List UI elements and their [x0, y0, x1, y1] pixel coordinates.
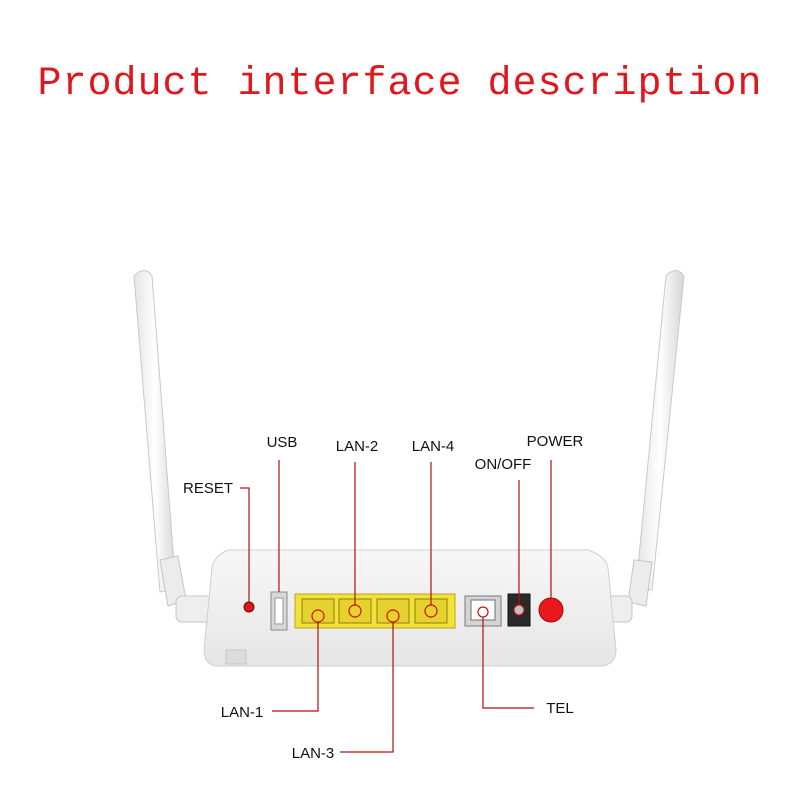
lan-3-port — [376, 598, 410, 624]
tel-leader — [482, 617, 534, 709]
label-reset: RESET — [183, 480, 233, 497]
reset-hole — [243, 601, 255, 613]
power-button — [538, 597, 564, 623]
reset-leader — [240, 487, 250, 602]
lan-1-port — [301, 598, 335, 624]
label-lan-3: LAN-3 — [292, 745, 335, 762]
right-antenna — [599, 270, 685, 623]
label-power: POWER — [527, 433, 584, 450]
label-on-off: ON/OFF — [475, 456, 532, 473]
label-lan-2: LAN-2 — [336, 438, 379, 455]
lan-1-leader — [272, 622, 319, 712]
label-lan-1: LAN-1 — [221, 704, 264, 721]
leader-lines — [240, 460, 552, 753]
page-title: Product interface description — [37, 62, 763, 107]
left-antenna — [133, 270, 213, 623]
lan-3-leader — [340, 622, 394, 753]
on-off-switch — [507, 593, 531, 627]
label-tel: TEL — [546, 700, 574, 717]
label-lan-4: LAN-4 — [412, 438, 455, 455]
label-usb: USB — [267, 434, 298, 451]
usb-port — [270, 591, 288, 631]
